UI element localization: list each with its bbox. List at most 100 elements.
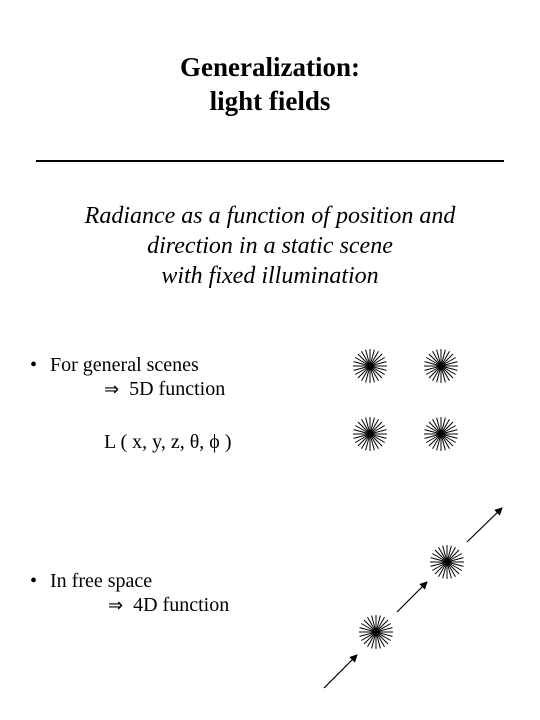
- implies-icon: ⇒: [108, 595, 124, 616]
- starburst-ray: [436, 417, 442, 435]
- starburst-ray: [440, 433, 454, 447]
- starburst-ray: [359, 627, 377, 633]
- starburst-ray: [440, 349, 446, 367]
- starburst-ray: [430, 561, 448, 567]
- starburst-ray: [424, 365, 442, 371]
- starburst-ray: [440, 425, 456, 435]
- title-line-1: Generalization:: [180, 52, 360, 82]
- implication-result: 4D function: [133, 594, 230, 616]
- bullet-dot: •: [30, 354, 38, 376]
- starburst-ray: [432, 351, 442, 367]
- starburst-ray: [369, 433, 385, 443]
- starburst-icon-3: [353, 417, 387, 451]
- starburst-ray: [432, 419, 442, 435]
- starburst-ray: [428, 433, 442, 447]
- starburst-ray: [446, 561, 464, 567]
- starburst-ray: [432, 365, 442, 381]
- starburst-ray: [446, 561, 456, 577]
- starburst-ray: [440, 433, 458, 439]
- starburst-ray: [432, 553, 448, 563]
- implies-icon: ⇒: [104, 379, 120, 400]
- starburst-ray: [442, 545, 448, 563]
- starburst-ray: [369, 433, 379, 449]
- starburst-ray: [375, 631, 391, 641]
- starburst-ray: [375, 631, 393, 637]
- starburst-icon-4: [424, 417, 458, 451]
- starburst-ray: [426, 425, 442, 435]
- starburst-ray: [446, 545, 452, 563]
- starburst-ray: [369, 361, 387, 367]
- starburst-ray: [440, 433, 450, 449]
- starburst-ray: [440, 351, 450, 367]
- starburst-ray: [436, 349, 442, 367]
- starburst-ray: [375, 631, 385, 647]
- starburst-ray: [369, 417, 375, 435]
- starburst-ray: [375, 631, 389, 645]
- starburst-ray: [440, 353, 454, 367]
- starburst-ray: [369, 425, 385, 435]
- starburst-ray: [438, 561, 448, 577]
- starburst-ray: [363, 619, 377, 633]
- starburst-ray: [369, 357, 385, 367]
- starburst-ray: [426, 433, 442, 443]
- bullet-dot: •: [30, 570, 38, 592]
- starburst-ray: [440, 365, 456, 375]
- starburst-ray: [424, 429, 442, 435]
- starburst-ray: [365, 417, 371, 435]
- starburst-ray: [426, 365, 442, 375]
- starburst-ray: [430, 557, 448, 563]
- starburst-ray: [440, 417, 446, 435]
- starburst-ray: [369, 351, 379, 367]
- starburst-ray: [434, 549, 448, 563]
- starburst-ray: [446, 557, 464, 563]
- starburst-ray: [436, 365, 442, 383]
- starburst-ray: [424, 361, 442, 367]
- starburst-ray: [353, 361, 371, 367]
- starburst-ray: [369, 421, 383, 435]
- starburst-ray: [446, 553, 462, 563]
- starburst-ray: [369, 365, 379, 381]
- starburst-ray: [369, 433, 375, 451]
- starburst-icon-1: [353, 349, 387, 383]
- starburst-ray: [369, 419, 379, 435]
- starburst-ray: [359, 631, 377, 637]
- starburst-ray: [442, 561, 448, 579]
- starburst-ray: [426, 357, 442, 367]
- starburst-ray: [355, 433, 371, 443]
- starburst-ray: [369, 365, 387, 371]
- starburst-ray: [440, 419, 450, 435]
- starburst-ray: [369, 365, 383, 379]
- arrow-icon-2: [396, 581, 428, 613]
- starburst-ray: [371, 615, 377, 633]
- starburst-ray: [440, 421, 454, 435]
- starburst-ray: [361, 419, 371, 435]
- starburst-icon-6: [359, 615, 393, 649]
- bullet-label: In free space: [50, 570, 153, 592]
- starburst-ray: [355, 425, 371, 435]
- starburst-ray: [355, 365, 371, 375]
- starburst-ray: [355, 357, 371, 367]
- starburst-ray: [446, 561, 460, 575]
- starburst-ray: [357, 433, 371, 447]
- starburst-ray: [375, 627, 393, 633]
- starburst-ray: [365, 433, 371, 451]
- starburst-ray: [357, 421, 371, 435]
- starburst-ray: [440, 429, 458, 435]
- arrow-icon-3: [466, 507, 503, 543]
- starburst-ray: [440, 357, 456, 367]
- subtitle-line-3: with fixed illumination: [161, 263, 379, 289]
- starburst-ray: [432, 561, 448, 571]
- starburst-ray: [365, 365, 371, 383]
- starburst-ray: [440, 433, 446, 451]
- starburst-ray: [361, 433, 371, 449]
- starburst-ray: [361, 631, 377, 641]
- starburst-icon-5: [430, 545, 464, 579]
- implication-4d: ⇒ 4D function: [108, 593, 229, 618]
- starburst-ray: [361, 623, 377, 633]
- subtitle-line-2: direction in a static scene: [147, 233, 393, 259]
- starburst-ray: [357, 353, 371, 367]
- starburst-ray: [369, 433, 383, 447]
- starburst-ray: [424, 433, 442, 439]
- starburst-ray: [369, 353, 383, 367]
